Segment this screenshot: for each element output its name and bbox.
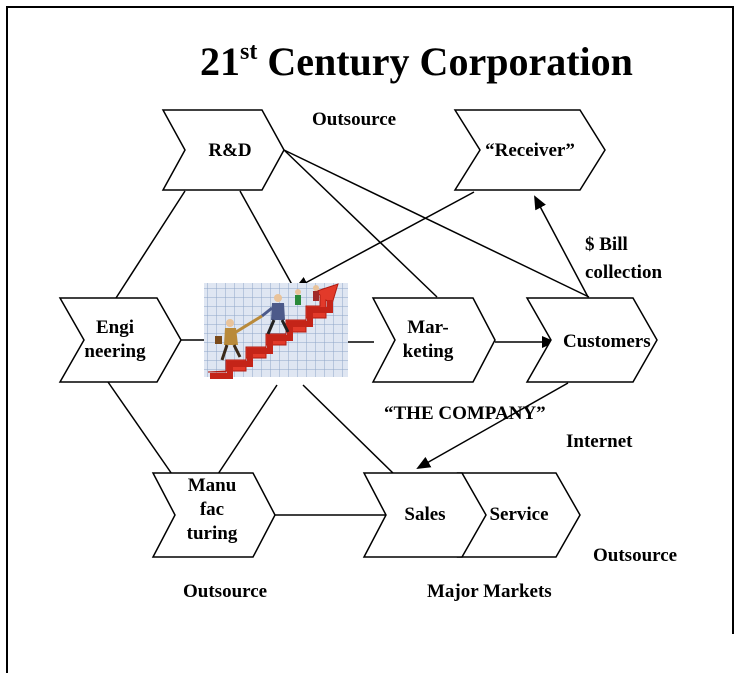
annotation-outsource-top: Outsource [312,109,397,130]
line-image-manufacturing [217,384,278,475]
chevron-rnd [161,109,285,191]
arrow-lines [294,191,589,469]
label-marketing: Mar- keting [388,316,468,364]
line-rnd-engineering [115,190,186,299]
annotation-outsource-right: Outsource [593,545,678,566]
line-rnd-customers [283,149,590,298]
annotation-bill-line2: collection [585,262,663,283]
chevron-sales [362,472,487,558]
chevron-receiver [453,109,606,191]
line-rnd-marketing [283,149,438,298]
label-receiver: “Receiver” [485,140,575,161]
slide-border-left [6,6,8,673]
annotation-the-company: “THE COMPANY” [384,403,546,424]
chevron-engineering [58,297,182,383]
line-engineering-manufacturing [107,381,184,491]
line-image-sales [302,384,396,476]
arrow-customers-to-receiver [534,195,589,298]
slide-title: 21st Century Corporation [200,39,633,84]
label-manufacturing-line3: turing [186,523,238,544]
title-superscript: st [240,39,258,65]
chevron-manufacturing [151,472,276,558]
arrow-customers-to-sales [416,382,569,469]
label-engineering: Engi neering [80,316,150,364]
chevron-marketing [371,297,496,383]
chevron-customers [525,297,658,383]
arrow-receiver-to-company [294,191,475,289]
label-service: Service [489,504,549,525]
label-manufacturing: Manu fac turing [172,474,252,546]
label-marketing-line1: Mar- [407,317,449,338]
label-rnd: R&D [208,140,252,161]
annotation-outsource-bottom: Outsource [183,581,268,602]
annotation-major-markets: Major Markets [427,581,552,602]
label-customers: Customers [563,331,651,352]
slide-border-top [6,6,734,8]
annotation-bill-line1: $ Bill [585,234,628,255]
label-engineering-line2: neering [84,341,146,362]
label-manufacturing-line1: Manu [187,475,237,496]
label-sales: Sales [404,504,446,525]
line-rnd-image [239,190,296,291]
label-engineering-line1: Engi [95,317,135,338]
annotation-internet: Internet [566,431,633,452]
company-growth-clipart [204,283,348,379]
slide-border-right [732,6,734,634]
label-marketing-line2: keting [402,341,454,362]
connector-lines [107,149,590,516]
label-manufacturing-line2: fac [199,499,225,520]
annotation-bill-collection: $ Bill collection [585,231,662,287]
